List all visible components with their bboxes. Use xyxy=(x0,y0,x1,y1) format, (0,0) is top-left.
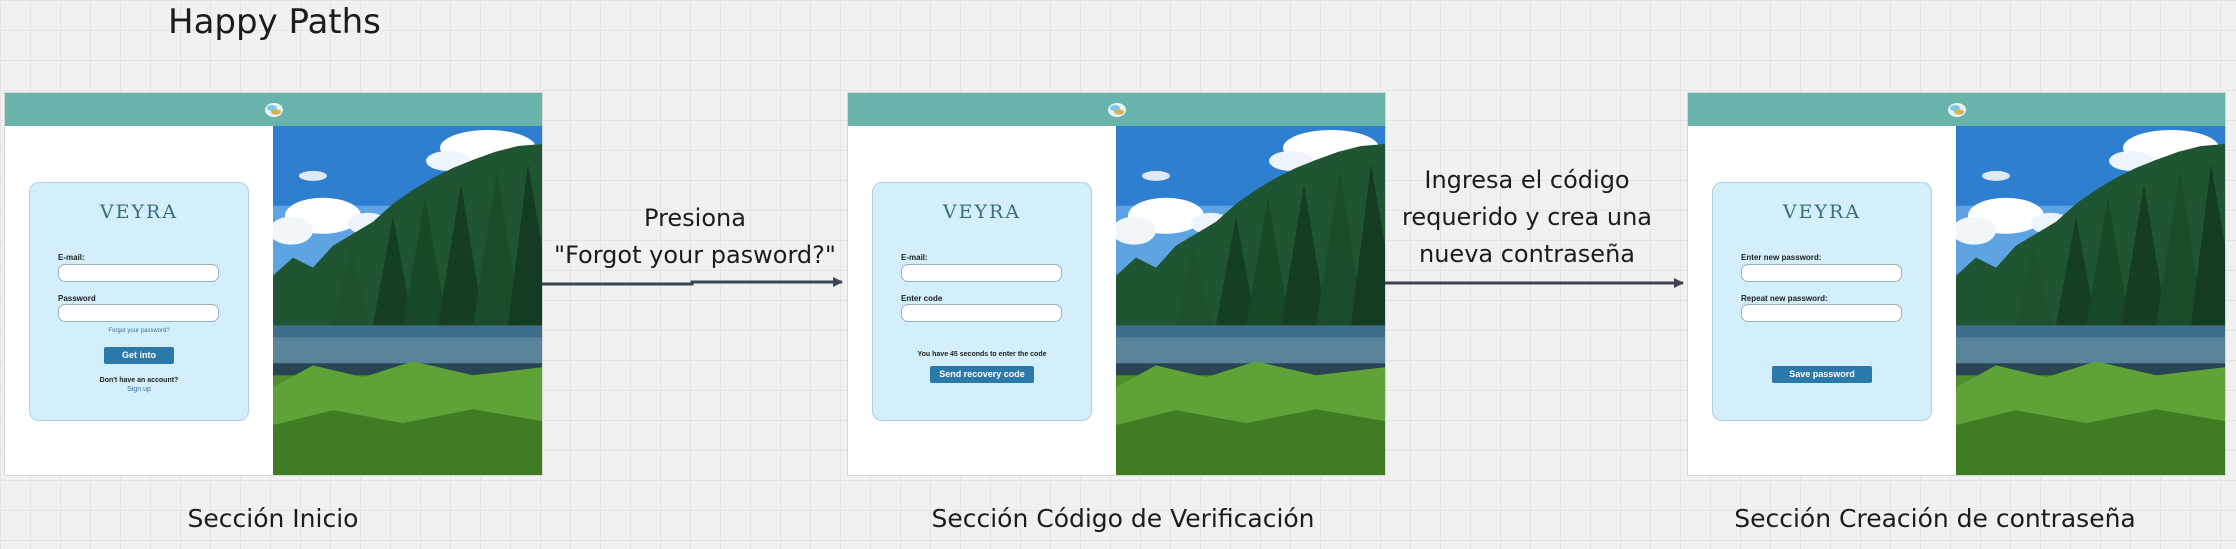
transition-label-line: nueva contraseña xyxy=(1419,240,1635,268)
new-password-field[interactable] xyxy=(1741,264,1902,282)
app-header xyxy=(5,93,542,126)
code-label: Enter code xyxy=(901,294,943,303)
signup-link[interactable]: Sign up xyxy=(127,386,151,393)
brand-wordmark: VEYRA xyxy=(942,201,1022,223)
email-field[interactable] xyxy=(901,264,1062,282)
login-button[interactable]: Get into xyxy=(104,347,174,364)
repeat-password-field[interactable] xyxy=(1741,304,1902,322)
email-label: E-mail: xyxy=(901,253,928,262)
verification-pane: VEYRA E-mail: Enter code You have 45 sec… xyxy=(848,126,1116,475)
verification-card: VEYRA E-mail: Enter code You have 45 sec… xyxy=(872,182,1092,421)
forgot-password-link[interactable]: Forgot your password? xyxy=(108,328,170,334)
brand-wordmark: VEYRA xyxy=(1782,201,1862,223)
transition-label-line: Ingresa el código xyxy=(1424,166,1630,194)
email-field[interactable] xyxy=(58,264,219,282)
countdown-note: You have 45 seconds to enter the code xyxy=(917,351,1047,358)
transition-label-1: Presiona "Forgot your pasword?" xyxy=(554,200,836,274)
login-card: VEYRA E-mail: Password Forgot your passw… xyxy=(29,182,249,421)
transition-label-line: requerido y crea una xyxy=(1402,203,1652,231)
transition-label-line: "Forgot your pasword?" xyxy=(554,241,836,269)
code-field[interactable] xyxy=(901,304,1062,322)
app-header xyxy=(848,93,1385,126)
caption-verification: Sección Código de Verificación xyxy=(931,504,1315,533)
new-password-card: VEYRA Enter new password: Repeat new pas… xyxy=(1712,182,1932,421)
password-label: Password xyxy=(58,294,96,303)
caption-new-password: Sección Creación de contraseña xyxy=(1734,504,2136,533)
new-password-label: Enter new password: xyxy=(1741,253,1822,262)
caption-login: Sección Inicio xyxy=(187,504,359,533)
send-recovery-code-button[interactable]: Send recovery code xyxy=(930,366,1034,383)
account-prompt: Don't have an account? xyxy=(99,377,179,384)
repeat-password-label: Repeat new password: xyxy=(1741,294,1828,303)
login-pane: VEYRA E-mail: Password Forgot your passw… xyxy=(5,126,273,475)
screen-frame-verification: VEYRA E-mail: Enter code You have 45 sec… xyxy=(848,93,1385,475)
screen-frame-login: VEYRA E-mail: Password Forgot your passw… xyxy=(5,93,542,475)
email-label: E-mail: xyxy=(58,253,85,262)
board-title: Happy Paths xyxy=(168,2,381,42)
transition-arrow-1 xyxy=(542,277,843,287)
password-field[interactable] xyxy=(58,304,219,322)
app-header xyxy=(1688,93,2225,126)
transition-label-line: Presiona xyxy=(644,204,746,232)
screen-frame-new-password: VEYRA Enter new password: Repeat new pas… xyxy=(1688,93,2225,475)
save-password-button[interactable]: Save password xyxy=(1772,366,1872,383)
new-password-pane: VEYRA Enter new password: Repeat new pas… xyxy=(1688,126,1956,475)
transition-label-2: Ingresa el código requerido y crea una n… xyxy=(1402,162,1652,273)
brand-wordmark: VEYRA xyxy=(99,201,179,223)
